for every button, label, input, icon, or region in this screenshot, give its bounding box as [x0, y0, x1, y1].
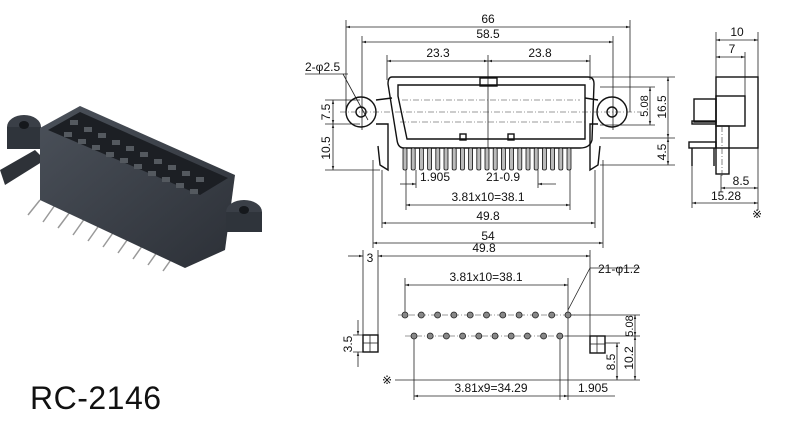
pin: [558, 147, 564, 171]
pin: [476, 147, 482, 171]
pin: [566, 147, 572, 171]
dim-row-pitch: 5.08: [639, 95, 651, 116]
dim-overall-side: 15.28: [711, 189, 741, 203]
pcb-hole: [491, 332, 499, 340]
dim-pin-span: 3.81x10=38.1: [451, 190, 524, 204]
right-peg: [589, 335, 606, 354]
left-peg: [362, 334, 379, 353]
pcb-hole: [434, 311, 442, 319]
pcb-holes: [401, 311, 572, 340]
dim-peg-height: 3.5: [341, 335, 355, 352]
dim-body-height: 16.5: [655, 95, 669, 119]
pin: [484, 147, 490, 171]
pin: [468, 147, 474, 171]
pcb-layout-view: 3 49.8 3.81x10=38.1 21-φ1.2 3.5 5.08 8.5…: [341, 241, 640, 400]
dim-peg-pitch: 49.8: [472, 241, 496, 255]
pin: [525, 147, 531, 171]
pcb-hole: [524, 332, 531, 340]
pin: [492, 147, 498, 171]
connector-photo: [0, 106, 262, 272]
dim-hole-pitch: 58.5: [476, 27, 500, 41]
pin: [500, 147, 506, 171]
pcb-hole: [426, 332, 434, 340]
reference-mark-pcb: ※: [382, 373, 392, 387]
front-pins: [402, 147, 572, 171]
label-mount-holes: 2-φ2.5: [305, 60, 340, 74]
connector-shell: [387, 76, 595, 149]
pin: [509, 147, 515, 171]
pin: [517, 147, 523, 171]
dim-pin-length: 4.5: [655, 143, 669, 160]
pin: [459, 147, 465, 171]
dim-upper-row-span: 3.81x10=38.1: [449, 270, 522, 284]
dim-hole-height: 7.5: [319, 103, 333, 120]
pin: [427, 147, 433, 171]
dim-depth: 10: [730, 25, 744, 39]
dim-offset-a: 8.5: [604, 353, 618, 370]
pcb-hole: [410, 332, 418, 340]
pcb-hole: [556, 332, 564, 340]
pcb-hole: [475, 332, 483, 340]
pcb-hole: [540, 332, 547, 340]
dim-right-half: 23.8: [528, 46, 552, 60]
pcb-hole: [507, 332, 515, 340]
pin: [410, 147, 416, 171]
pin: [418, 147, 424, 171]
pin: [435, 147, 441, 171]
dim-row-pitch-pcb: 5.08: [624, 315, 636, 336]
pcb-hole: [401, 311, 409, 319]
dim-overall-width: 66: [481, 12, 495, 26]
dim-lower-row-span: 3.81x9=34.29: [454, 381, 527, 395]
dim-base-width: 49.8: [476, 209, 500, 223]
pcb-hole: [499, 311, 507, 319]
reference-mark-side: ※: [752, 207, 762, 221]
pcb-hole: [564, 311, 572, 319]
pin: [443, 147, 449, 171]
pcb-hole: [548, 311, 556, 319]
pin: [533, 147, 539, 171]
dim-offset-b: 10.2: [622, 346, 636, 370]
dim-bottom-width: 54: [481, 229, 495, 243]
socket-holes: [64, 120, 204, 194]
model-title: RC-2146: [30, 380, 162, 416]
dim-pin-offset: 1.905: [420, 170, 450, 184]
pcb-hole: [532, 311, 539, 319]
dim-lower-offset: 1.905: [578, 381, 608, 395]
dim-inner-depth: 7: [729, 42, 736, 56]
dim-peg-width: 3: [367, 251, 374, 265]
pcb-hole: [483, 311, 490, 319]
front-view: 66 58.5 23.3 23.8 2-φ2.5 1.905 21-0.9 3.…: [305, 12, 675, 248]
label-pin-count: 21-0.9: [486, 170, 520, 184]
pin: [550, 147, 555, 171]
left-flange: [0, 150, 45, 185]
dim-left-half: 23.3: [426, 46, 450, 60]
pcb-hole: [466, 311, 474, 319]
pcb-hole: [442, 332, 450, 340]
pin: [542, 147, 547, 171]
pcb-hole: [515, 311, 523, 319]
dim-lower-height: 10.5: [319, 136, 333, 160]
pcb-hole: [450, 311, 458, 319]
pcb-hole: [417, 311, 425, 319]
side-view: 10 7 8.5 15.28 ※: [688, 25, 762, 221]
pin: [451, 147, 457, 171]
pin: [402, 147, 408, 171]
dim-pin-position: 8.5: [733, 174, 750, 188]
label-holes: 21-φ1.2: [598, 262, 640, 276]
pcb-hole: [459, 332, 467, 340]
